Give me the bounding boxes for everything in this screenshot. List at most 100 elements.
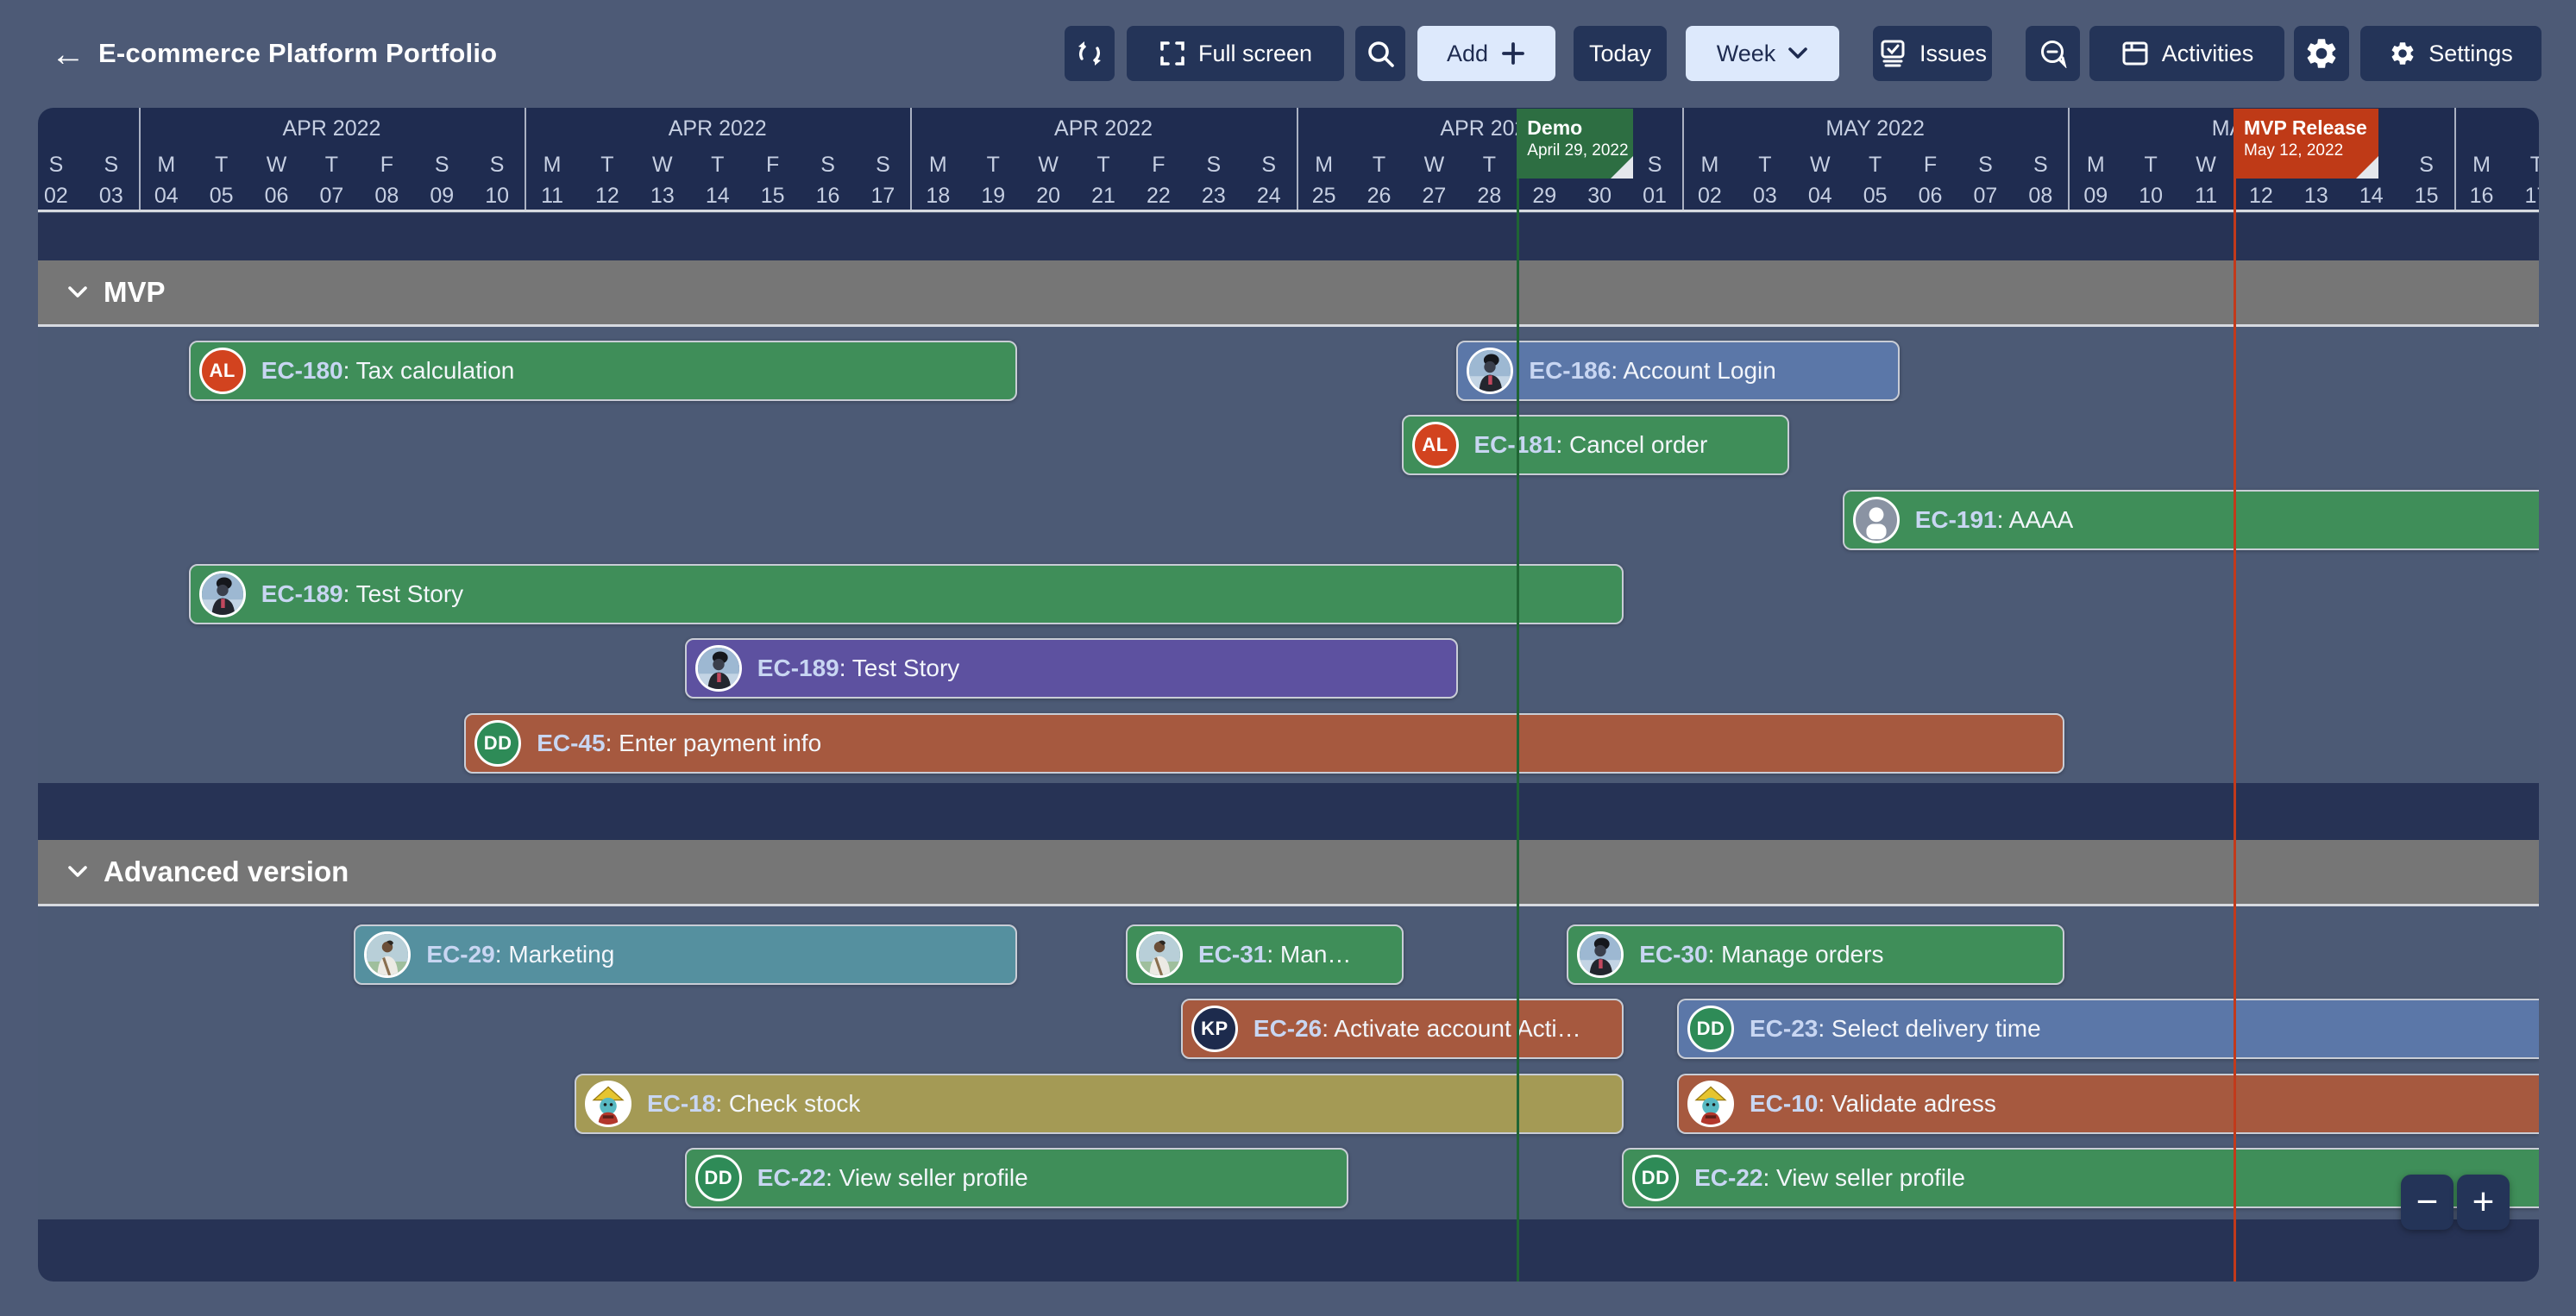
- gantt-bar[interactable]: DD EC-22: View seller profile: [684, 1147, 1348, 1208]
- week-separator: [2068, 108, 2070, 210]
- day-number-cell: 12: [2249, 184, 2273, 208]
- settings-button[interactable]: Settings: [2360, 26, 2541, 81]
- section-header-advanced-version[interactable]: Advanced version: [38, 840, 2539, 904]
- day-number-cell: 03: [98, 184, 123, 208]
- bar-label: EC-22: View seller profile: [757, 1163, 1028, 1191]
- timeline-band: [38, 783, 2539, 840]
- day-letter-cell: W: [266, 153, 287, 177]
- week-separator: [1682, 108, 1684, 210]
- day-letter-cell: T: [711, 153, 725, 177]
- day-number-cell: 28: [1477, 184, 1502, 208]
- gantt-bar[interactable]: EC-191: AAAA: [1842, 489, 2539, 550]
- day-letter-cell: S: [1261, 153, 1277, 177]
- zoom-out-button[interactable]: −: [2401, 1175, 2453, 1230]
- avatar-initials-dd: DD: [1632, 1154, 1680, 1201]
- day-number-cell: 10: [485, 184, 510, 208]
- full-screen-button[interactable]: Full screen: [1127, 26, 1344, 81]
- day-number-cell: 29: [1532, 184, 1557, 208]
- milestone-date: April 29, 2022: [1527, 141, 1629, 160]
- day-number-cell: 11: [2195, 184, 2218, 208]
- gantt-bar[interactable]: EC-18: Check stock: [575, 1073, 1624, 1134]
- sync-button[interactable]: [1065, 26, 1115, 81]
- day-letter-cell: T: [324, 153, 339, 177]
- gantt-bar[interactable]: EC-189: Test Story: [684, 638, 1459, 699]
- day-letter-cell: S: [489, 153, 505, 177]
- avatar-photo-beanie: [198, 570, 246, 617]
- day-number-cell: 09: [430, 184, 455, 208]
- month-label: APR 2022: [282, 116, 381, 141]
- avatar-photo-beanie: [1467, 348, 1514, 394]
- bar-label: EC-26: Activate account Acti…: [1253, 1015, 1581, 1043]
- day-number-cell: 23: [1201, 184, 1226, 208]
- avatar-initials-al: AL: [1411, 422, 1459, 469]
- month-label: APR 2022: [668, 116, 767, 141]
- search-button[interactable]: [1355, 26, 1405, 81]
- day-number-cell: 06: [264, 184, 289, 208]
- gantt-bar[interactable]: AL EC-181: Cancel order: [1401, 415, 1789, 476]
- page-title: E-commerce Platform Portfolio: [98, 38, 498, 68]
- comments-button[interactable]: [2026, 26, 2080, 81]
- gantt-bar[interactable]: EC-29: Marketing: [354, 924, 1018, 985]
- day-number-cell: 03: [1752, 184, 1777, 208]
- sync-icon: [1078, 41, 1101, 66]
- chevron-down-icon: [1788, 47, 1808, 59]
- day-letter-cell: S: [434, 153, 449, 177]
- gantt-bar[interactable]: EC-189: Test Story: [188, 563, 1624, 624]
- bar-label: EC-189: Test Story: [757, 655, 960, 682]
- day-number-cell: 06: [1918, 184, 1943, 208]
- today-button[interactable]: Today: [1574, 26, 1667, 81]
- bar-label: EC-22: View seller profile: [1694, 1163, 1965, 1191]
- add-button[interactable]: Add: [1417, 26, 1555, 81]
- today-label: Today: [1588, 40, 1652, 66]
- month-label: MAY 2022: [1825, 116, 1925, 141]
- day-number-cell: 19: [981, 184, 1006, 208]
- day-letter-cell: F: [1152, 153, 1165, 177]
- toolbar: ← E-commerce Platform Portfolio Full scr…: [0, 0, 2576, 108]
- section-divider: [38, 324, 2539, 327]
- day-letter-cell: W: [1809, 153, 1831, 177]
- gantt-bar[interactable]: EC-186: Account Login: [1456, 341, 1900, 401]
- avatar-initials-dd: DD: [694, 1154, 742, 1201]
- day-number-cell: 07: [319, 184, 344, 208]
- milestone-line-mvp-release: [2234, 179, 2236, 1282]
- activities-icon: [2122, 41, 2148, 66]
- week-dropdown[interactable]: Week: [1686, 26, 1839, 81]
- search-icon: [1368, 41, 1394, 67]
- bar-label: EC-180: Tax calculation: [261, 357, 515, 384]
- back-arrow-icon[interactable]: ←: [51, 35, 85, 73]
- zoom-in-button[interactable]: +: [2457, 1175, 2510, 1230]
- week-separator: [910, 108, 913, 210]
- day-letter-cell: T: [1482, 153, 1496, 177]
- issues-button[interactable]: Issues: [1873, 26, 1992, 81]
- day-number-cell: 17: [2524, 184, 2539, 208]
- day-number-cell: 30: [1587, 184, 1612, 208]
- day-number-cell: 04: [154, 184, 179, 208]
- day-letter-cell: S: [104, 153, 119, 177]
- section-header-mvp[interactable]: MVP: [38, 260, 2539, 324]
- gantt-bar[interactable]: EC-30: Manage orders: [1567, 924, 2065, 985]
- gear-button[interactable]: [2294, 26, 2349, 81]
- day-number-cell: 15: [760, 184, 785, 208]
- bar-label: EC-181: Cancel order: [1473, 431, 1708, 459]
- gantt-bar[interactable]: DD EC-22: View seller profile: [1622, 1147, 2539, 1208]
- chevron-down-icon: [68, 286, 87, 298]
- week-separator: [525, 108, 527, 210]
- gantt-bar[interactable]: EC-31: Man…: [1126, 924, 1404, 985]
- day-letter-cell: M: [1700, 153, 1719, 177]
- day-number-cell: 04: [1807, 184, 1832, 208]
- avatar-initials-dd: DD: [474, 719, 522, 767]
- avatar-photo-shirt: [1136, 931, 1183, 978]
- bar-label: EC-31: Man…: [1198, 941, 1352, 968]
- day-letter-cell: T: [2144, 153, 2158, 177]
- gantt-bar[interactable]: EC-10: Validate adress: [1677, 1073, 2539, 1134]
- day-letter-cell: T: [1096, 153, 1110, 177]
- activities-button[interactable]: Activities: [2089, 26, 2284, 81]
- day-number-cell: 05: [209, 184, 234, 208]
- day-number-cell: 16: [815, 184, 840, 208]
